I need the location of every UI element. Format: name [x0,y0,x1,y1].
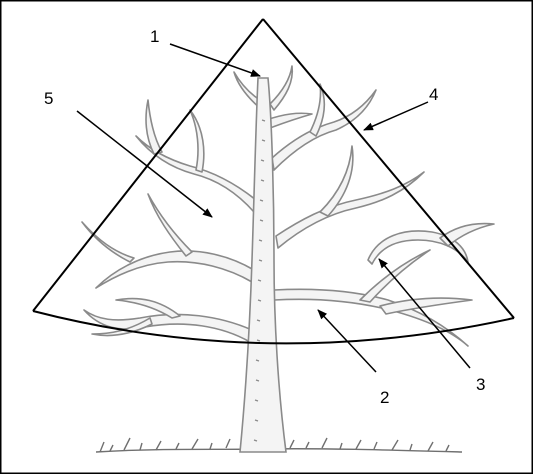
label-3: 3 [476,375,485,394]
tree-trunk [240,78,286,452]
arrow-3 [379,259,470,368]
label-4: 4 [429,85,438,104]
tree-illustration [82,66,494,452]
label-2: 2 [380,388,389,407]
arrow-1 [170,44,260,76]
sector-right-edge [263,19,514,318]
label-1: 1 [150,27,159,46]
branches [82,66,494,346]
arrow-5 [77,111,212,217]
label-5: 5 [44,89,53,108]
arrow-4 [364,102,428,130]
